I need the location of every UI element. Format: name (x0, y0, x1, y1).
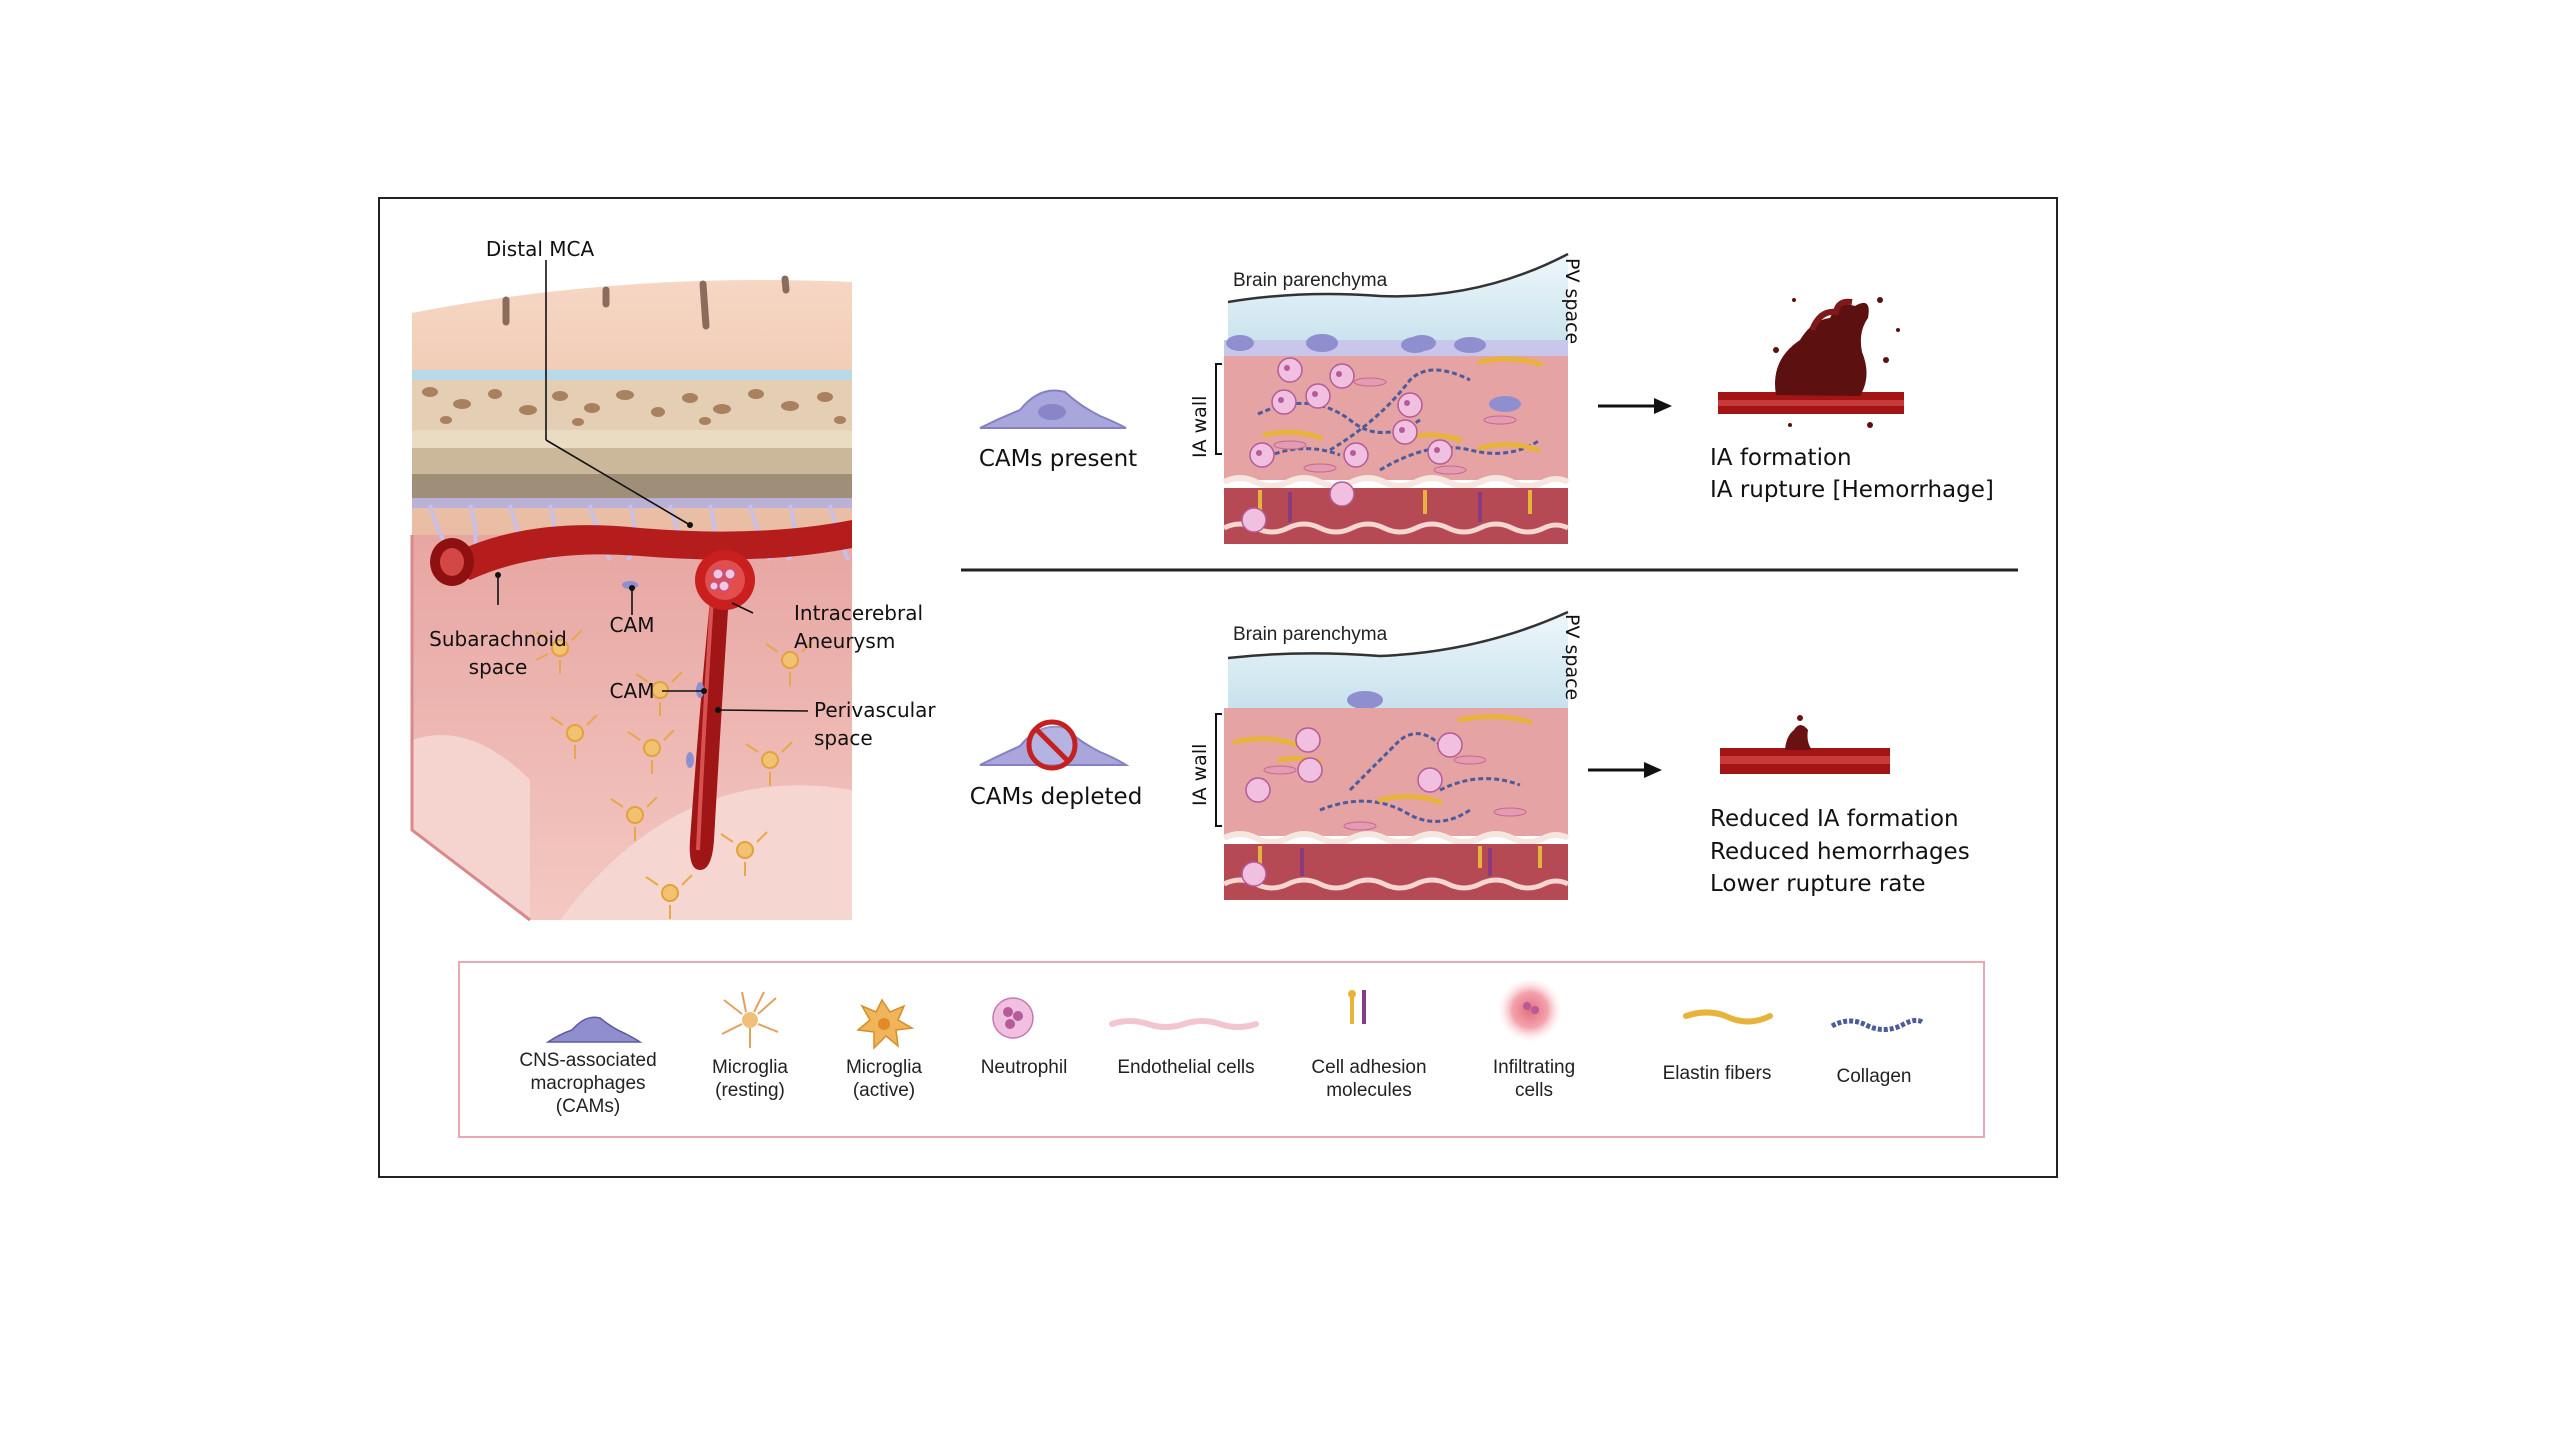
brain-parenchyma-label-top: Brain parenchyma (1233, 270, 1388, 291)
legend-endothelial-label: Endothelial cells (1117, 1057, 1254, 1078)
elastin-icon (1683, 1009, 1773, 1025)
condition-label-present: CAMs present (979, 446, 1137, 472)
pv-space-label-top: PV space (1561, 258, 1583, 344)
arrow-top (1598, 398, 1672, 414)
outcome-bottom-1: Reduced IA formation (1710, 806, 1959, 832)
legend-microglia-active-line-2: (active) (853, 1080, 915, 1101)
legend-microglia-resting-line-1: Microglia (712, 1057, 788, 1078)
legend-neutrophil-label: Neutrophil (981, 1057, 1068, 1078)
label-perivascular-1: Perivascular (814, 698, 936, 722)
condition-label-depleted: CAMs depleted (970, 784, 1143, 810)
legend-cam-line-1: CNS-associated (519, 1050, 656, 1071)
neutrophil-icon (992, 997, 1034, 1039)
outcome-bottom-2: Reduced hemorrhages (1710, 839, 1970, 865)
legend-microglia-resting-line-2: (resting) (715, 1080, 785, 1101)
label-distal-mca: Distal MCA (486, 237, 595, 261)
endothelial-icon (1109, 1018, 1259, 1030)
label-subarachnoid-2: space (469, 655, 528, 679)
intact-vessel-icon (1720, 715, 1890, 774)
ia-wall-label-top: IA wall (1189, 396, 1211, 458)
legend-elastin-label: Elastin fibers (1663, 1063, 1772, 1084)
label-aneurysm-2: Aneurysm (794, 629, 895, 653)
label-subarachnoid-1: Subarachnoid (429, 627, 567, 651)
legend-infiltrating-line-1: Infiltrating (1493, 1057, 1575, 1078)
infiltrating-cell-icon (1498, 978, 1562, 1042)
pv-space-label-bottom: PV space (1561, 614, 1583, 700)
legend-cam-line-2: macrophages (530, 1073, 645, 1094)
legend-infiltrating-line-2: cells (1515, 1080, 1553, 1101)
legend-microglia-active-line-1: Microglia (846, 1057, 922, 1078)
outcome-top-1: IA formation (1710, 445, 1852, 471)
outcome-top-2: IA rupture [Hemorrhage] (1710, 477, 1994, 503)
legend-adhesion-line-1: Cell adhesion (1311, 1057, 1426, 1078)
microglia-resting-icon (721, 991, 779, 1048)
legend: CNS-associated macrophages (CAMs) Microg… (458, 961, 1985, 1138)
panel-cams-present: CAMs present Brain parenchyma PV space (979, 252, 1994, 544)
label-perivascular-2: space (814, 726, 873, 750)
prohibited-icon (1026, 719, 1078, 771)
collagen-icon (1830, 1017, 1924, 1032)
legend-collagen-label: Collagen (1837, 1066, 1912, 1087)
label-cam-top: CAM (610, 613, 655, 637)
ruptured-aneurysm-icon (1718, 297, 1904, 428)
adhesion-molecule-icon (1348, 990, 1366, 1024)
label-cam-bottom: CAM (610, 679, 655, 703)
arrow-bottom (1588, 762, 1662, 778)
label-aneurysm-1: Intracerebral (794, 601, 923, 625)
brain-parenchyma-label-bottom: Brain parenchyma (1233, 624, 1388, 645)
ia-wall-label-bottom: IA wall (1189, 744, 1211, 806)
legend-adhesion-line-2: molecules (1326, 1080, 1412, 1101)
legend-cam-line-3: (CAMs) (556, 1096, 620, 1117)
panel-cams-depleted: CAMs depleted Brain parenchyma PV space (970, 610, 1970, 900)
outcome-bottom-3: Lower rupture rate (1710, 871, 1926, 897)
legend-frame (458, 961, 1985, 1138)
microglia-active-icon (856, 998, 915, 1050)
brain-anatomy-illustration (410, 260, 852, 922)
cam-icon (545, 1016, 643, 1043)
